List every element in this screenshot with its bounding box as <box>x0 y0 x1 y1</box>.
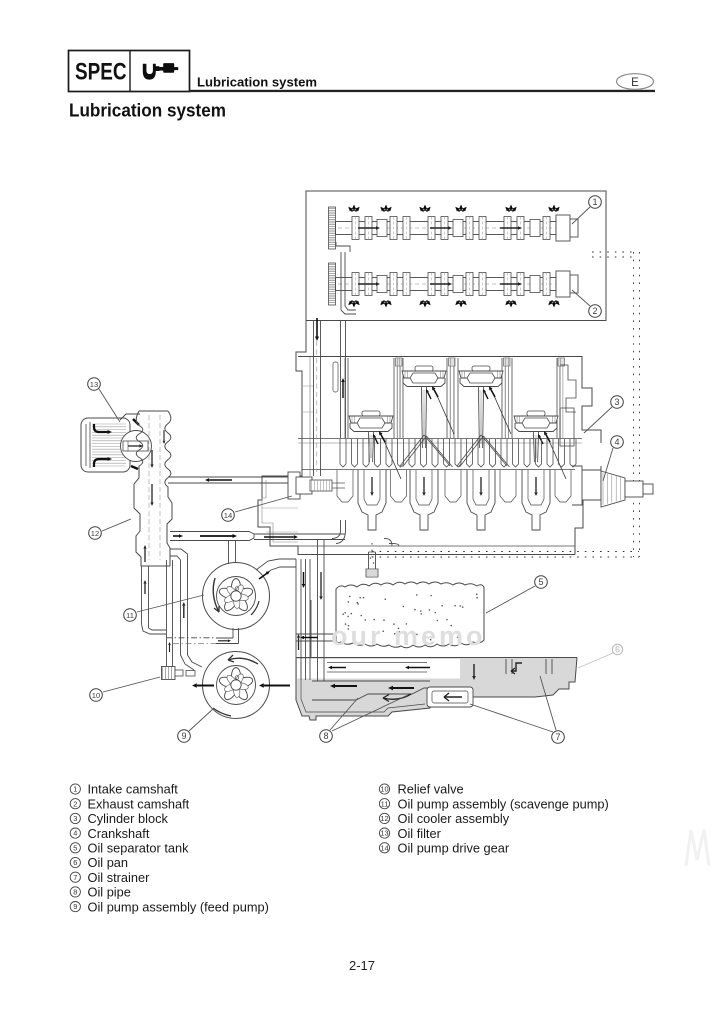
svg-text:2-17: 2-17 <box>349 958 375 973</box>
svg-text:4: 4 <box>614 437 619 447</box>
svg-text:Intake camshaft: Intake camshaft <box>88 782 179 797</box>
svg-text:our memo: our memo <box>331 621 486 651</box>
svg-text:Lubrication system: Lubrication system <box>69 101 226 121</box>
svg-text:13: 13 <box>90 380 98 389</box>
svg-text:Oil pump assembly (scavenge pu: Oil pump assembly (scavenge pump) <box>398 796 609 811</box>
svg-text:2: 2 <box>592 306 597 316</box>
svg-text:11: 11 <box>126 611 134 620</box>
svg-text:5: 5 <box>538 577 543 587</box>
svg-text:7: 7 <box>555 732 560 742</box>
svg-text:10: 10 <box>380 785 388 794</box>
svg-text:3: 3 <box>614 397 619 407</box>
svg-text:1: 1 <box>592 197 597 207</box>
svg-text:Oil filter: Oil filter <box>398 826 442 841</box>
svg-text:6: 6 <box>73 858 77 867</box>
svg-text:12: 12 <box>380 814 388 823</box>
svg-text:8: 8 <box>73 888 77 897</box>
svg-text:4: 4 <box>73 829 77 838</box>
svg-text:14: 14 <box>380 843 388 852</box>
svg-text:1: 1 <box>73 785 77 794</box>
svg-text:Oil pipe: Oil pipe <box>88 885 131 900</box>
svg-text:Oil cooler assembly: Oil cooler assembly <box>398 811 510 826</box>
svg-text:3: 3 <box>73 814 77 823</box>
svg-text:10: 10 <box>92 691 100 700</box>
svg-text:13: 13 <box>380 829 388 838</box>
svg-text:Oil strainer: Oil strainer <box>88 870 151 885</box>
svg-text:Oil separator tank: Oil separator tank <box>88 841 190 856</box>
svg-text:Oil pump assembly (feed pump): Oil pump assembly (feed pump) <box>88 899 269 914</box>
svg-text:7: 7 <box>73 873 77 882</box>
svg-text:Relief valve: Relief valve <box>398 782 464 797</box>
svg-text:11: 11 <box>381 799 389 808</box>
svg-text:SPEC: SPEC <box>75 59 127 86</box>
svg-text:9: 9 <box>181 731 186 741</box>
svg-text:8: 8 <box>323 731 328 741</box>
svg-text:Cylinder block: Cylinder block <box>88 811 169 826</box>
svg-text:9: 9 <box>73 902 77 911</box>
svg-text:Oil pan: Oil pan <box>88 855 129 870</box>
svg-text:5: 5 <box>73 843 77 852</box>
svg-text:Oil pump drive gear: Oil pump drive gear <box>398 841 510 856</box>
svg-text:Exhaust camshaft: Exhaust camshaft <box>88 796 190 811</box>
svg-text:Lubrication system: Lubrication system <box>197 75 317 90</box>
svg-text:Crankshaft: Crankshaft <box>88 826 150 841</box>
svg-text:14: 14 <box>224 511 232 520</box>
svg-text:6: 6 <box>615 645 620 655</box>
svg-text:E: E <box>631 77 639 89</box>
svg-text:12: 12 <box>91 529 99 538</box>
svg-text:2: 2 <box>73 799 77 808</box>
